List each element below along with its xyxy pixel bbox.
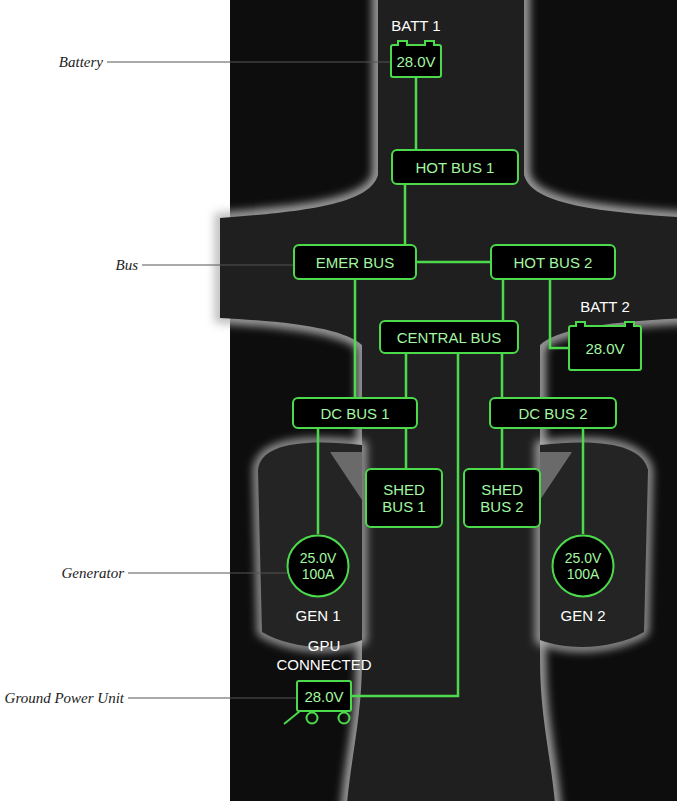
bus-connector — [405, 429, 408, 468]
battery-terminal — [424, 40, 435, 46]
leader-line — [107, 62, 393, 63]
fuselage — [220, 0, 677, 801]
gpu-status: GPU CONNECTED — [272, 636, 376, 674]
source-node: BATT 2 28.0V — [568, 297, 642, 371]
generator-outline — [288, 536, 349, 597]
bus-name: SHED BUS 1 — [375, 481, 433, 515]
bus-box: EMER BUS — [293, 244, 417, 280]
battery-name: BATT 1 — [391, 16, 440, 35]
bus-box: CENTRAL BUS — [379, 320, 519, 354]
bus-name: CENTRAL BUS — [397, 329, 501, 346]
bus-connector — [550, 280, 568, 348]
leader-line — [128, 698, 296, 699]
gpu-cart — [282, 710, 372, 728]
bus-connector — [501, 354, 504, 397]
bus-node: DC BUS 1 — [292, 397, 418, 429]
bus-box: HOT BUS 1 — [391, 149, 519, 185]
bus-name: HOT BUS 2 — [514, 254, 593, 271]
battery-symbol: 28.0V — [568, 325, 642, 371]
leader-line — [142, 265, 293, 266]
battery-voltage: 28.0V — [396, 53, 435, 70]
pylon — [330, 452, 362, 500]
cart-wheel — [307, 713, 318, 724]
callout-label: Battery — [59, 52, 103, 72]
bus-name: DC BUS 1 — [320, 405, 389, 422]
battery-name: BATT 2 — [580, 297, 629, 316]
left-nacelle — [258, 442, 362, 647]
gpu-symbol: 28.0V — [296, 680, 352, 712]
nacelle-glow — [540, 442, 648, 647]
leader-lines — [107, 62, 393, 698]
bus-connector — [417, 261, 490, 264]
gpu-voltage: 28.0V — [304, 688, 343, 705]
generator-reading: 100A — [567, 566, 600, 582]
bus-box: SHED BUS 1 — [365, 468, 443, 528]
generator-node: 25.0V100A GEN 1 — [286, 534, 350, 625]
pylon — [540, 452, 572, 500]
generator-node: 25.0V100A GEN 2 — [551, 534, 615, 625]
leader-line — [128, 573, 287, 574]
generator-reading: 25.0V — [565, 550, 602, 566]
bus-connector — [415, 78, 418, 149]
bus-node: HOT BUS 1 — [391, 149, 519, 185]
bus-connector — [354, 280, 357, 397]
bus-node: CENTRAL BUS — [379, 320, 519, 354]
battery-terminal — [624, 321, 635, 327]
aircraft-silhouette — [220, 0, 677, 801]
battery-voltage: 28.0V — [585, 340, 624, 357]
battery-terminal — [397, 40, 408, 46]
bus-connector — [501, 429, 504, 468]
bus-name: DC BUS 2 — [518, 405, 587, 422]
source-node: GPU CONNECTED 28.0V — [272, 636, 376, 726]
generator-reading: 100A — [302, 566, 335, 582]
callout-label: Generator — [62, 563, 125, 583]
bus-node: HOT BUS 2 — [490, 244, 616, 280]
bus-box: SHED BUS 2 — [463, 468, 541, 528]
battery-symbol: 28.0V — [390, 44, 441, 78]
bus-name: SHED BUS 2 — [473, 481, 531, 515]
tow-bar — [284, 711, 300, 724]
fuselage-glow — [220, 0, 677, 801]
bus-connector — [582, 429, 585, 534]
bus-node: SHED BUS 1 — [365, 468, 443, 528]
bus-name: HOT BUS 1 — [416, 159, 495, 176]
source-node: BATT 1 28.0V — [390, 16, 441, 78]
bus-box: DC BUS 1 — [292, 397, 418, 429]
bus-node: EMER BUS — [293, 244, 417, 280]
generator-reading: 25.0V — [300, 550, 337, 566]
battery-terminal — [575, 321, 586, 327]
generator-name: GEN 2 — [560, 606, 605, 625]
bus-connector — [405, 354, 408, 397]
bus-name: EMER BUS — [316, 254, 394, 271]
generator-symbol: 25.0V100A — [286, 534, 350, 598]
bus-box: DC BUS 2 — [489, 397, 617, 429]
callout-label: Bus — [116, 255, 139, 275]
generator-symbol: 25.0V100A — [551, 534, 615, 598]
bus-node: SHED BUS 2 — [463, 468, 541, 528]
cart-wheel — [339, 713, 350, 724]
generator-name: GEN 1 — [295, 606, 340, 625]
right-nacelle — [540, 442, 648, 647]
nacelle-glow — [258, 442, 362, 647]
bus-connector — [502, 280, 505, 320]
generator-outline — [553, 536, 614, 597]
bus-connector — [404, 185, 407, 244]
bus-node: DC BUS 2 — [489, 397, 617, 429]
callout-label: Ground Power Unit — [5, 688, 124, 708]
bus-connector — [317, 429, 320, 534]
bus-box: HOT BUS 2 — [490, 244, 616, 280]
